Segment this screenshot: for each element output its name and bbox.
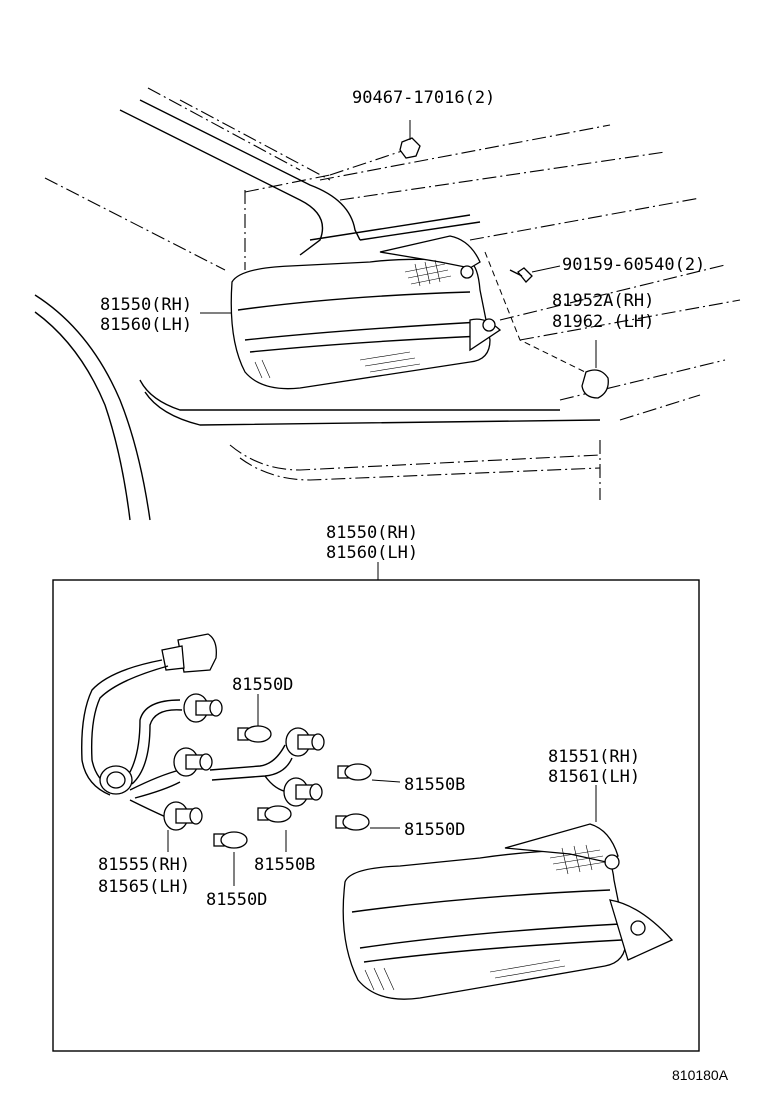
bulb-part	[213, 725, 372, 849]
label-lens-lh: 81561(LH)	[548, 767, 640, 787]
leader-lines	[167, 694, 597, 886]
wire-connector	[161, 633, 217, 673]
tail-lamp-installed	[230, 235, 586, 390]
label-socket-lh: 81565(LH)	[98, 877, 190, 897]
label-bulb-d-right: 81550D	[404, 820, 465, 840]
label-bulb-d-top: 81550D	[232, 675, 293, 695]
screw-part	[509, 265, 561, 283]
label-bulb-b-bottom: 81550B	[254, 855, 315, 875]
label-bulb-b-right: 81550B	[404, 775, 465, 795]
label-lamp-rh: 81550(RH)	[100, 295, 192, 315]
vehicle-body-outline	[34, 87, 741, 521]
clip-part	[399, 120, 421, 159]
label-clip-part-number: 90467-17016(2)	[352, 88, 495, 108]
label-lens-rh: 81551(RH)	[548, 747, 640, 767]
label-lamp-lh: 81560(LH)	[100, 315, 192, 335]
assembly-box	[52, 579, 700, 1052]
label-socket-rh: 81555(RH)	[98, 855, 190, 875]
tail-lamp-lens	[342, 823, 674, 1000]
label-cover-lh: 81962 (LH)	[552, 312, 654, 332]
cover-part	[581, 340, 609, 399]
bulb-socket	[163, 693, 325, 831]
figure-number: 810180A	[672, 1067, 729, 1083]
label-assy-lh: 81560(LH)	[326, 543, 418, 563]
label-assy-rh: 81550(RH)	[326, 523, 418, 543]
wire-harness	[81, 659, 293, 819]
label-bulb-d-bottom: 81550D	[206, 890, 267, 910]
label-screw-part-number: 90159-60540(2)	[562, 255, 705, 275]
label-cover-rh: 81952A(RH)	[552, 291, 654, 311]
